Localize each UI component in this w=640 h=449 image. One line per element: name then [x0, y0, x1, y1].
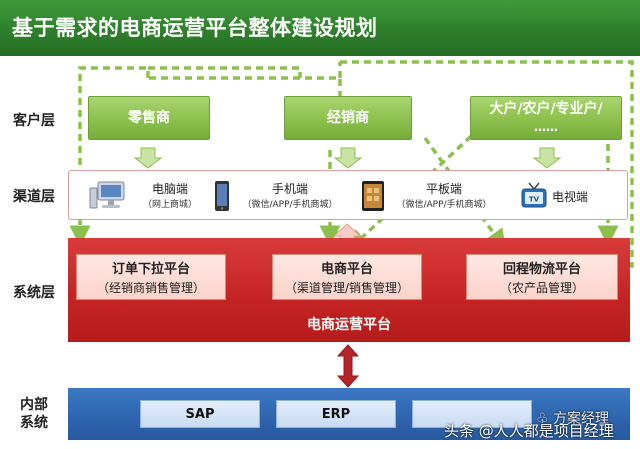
- channel-phone-sub: （微信/APP/手机商城）: [242, 200, 338, 210]
- channel-tablet-sub: （微信/APP/手机商城）: [396, 200, 492, 210]
- channel-tablet: 平板端 （微信/APP/手机商城）: [386, 180, 502, 210]
- tv-icon: TV: [521, 182, 547, 208]
- platform-order-sub: （经销商销售管理）: [96, 281, 205, 295]
- system-platform-label: 电商运营平台: [307, 317, 391, 333]
- down-arrow-distributor: [333, 147, 363, 169]
- down-arrow-retailer: [133, 147, 163, 169]
- svg-text:TV: TV: [529, 196, 540, 204]
- platform-logistics-title: 回程物流平台: [502, 262, 581, 277]
- platform-logistics: 回程物流平台 （农产品管理）: [466, 254, 618, 300]
- channel-pc: 电脑端 （网上商城）: [130, 180, 210, 210]
- route-distributor-to-order: [148, 76, 342, 98]
- customer-distributor-label: 经销商: [327, 110, 369, 126]
- customer-farmer: 大户/农户/专业户/ ……: [470, 96, 622, 140]
- route-logistics-right: [340, 60, 634, 268]
- channel-tv-name: 电视端: [552, 190, 589, 204]
- internal-system-third: [412, 400, 532, 428]
- channel-tv: 电视端: [552, 188, 612, 205]
- internal-system-erp: ERP: [276, 400, 396, 428]
- platform-logistics-sub: （农产品管理）: [499, 281, 584, 295]
- layer-label-system: 系统层: [13, 285, 55, 301]
- layer-label-internal-line2: 系统: [20, 415, 48, 431]
- customer-farmer-line1: 大户/农户/专业户/: [489, 101, 603, 117]
- internal-system-sap-label: SAP: [185, 406, 215, 422]
- layer-label-internal: 内部 系统: [4, 396, 64, 432]
- route-retailer-to-order: [69, 66, 150, 247]
- channel-pc-name: 电脑端: [151, 182, 188, 196]
- computer-icon: [89, 181, 125, 209]
- layer-label-customer: 客户层: [13, 113, 55, 129]
- channel-pc-sub: （网上商城）: [142, 200, 197, 210]
- customer-farmer-line2: ……: [534, 120, 558, 134]
- channel-phone-name: 手机端: [271, 182, 308, 196]
- internal-system-sap: SAP: [140, 400, 260, 428]
- internal-system-erp-label: ERP: [321, 406, 351, 422]
- channel-tablet-name: 平板端: [425, 182, 462, 196]
- down-arrow-farmer: [532, 147, 562, 169]
- customer-distributor: 经销商: [284, 96, 412, 140]
- channel-phone: 手机端 （微信/APP/手机商城）: [232, 180, 348, 210]
- watermark-logo-icon: ♧: [536, 411, 554, 427]
- customer-retailer-label: 零售商: [128, 110, 170, 126]
- phone-icon: [215, 181, 229, 211]
- customer-retailer: 零售商: [88, 96, 210, 140]
- page-title: 基于需求的电商运营平台整体建设规划: [0, 0, 640, 56]
- layer-label-channel: 渠道层: [13, 189, 55, 205]
- watermark-text: 头条 @人人都是项目经理: [444, 422, 614, 440]
- platform-ecommerce-sub: （渠道管理/销售管理）: [284, 281, 410, 295]
- layer-label-internal-line1: 内部: [20, 397, 48, 413]
- platform-order-title: 订单下拉平台: [111, 262, 190, 277]
- watermark-name: ♧ 方案经理: [536, 408, 609, 428]
- platform-order: 订单下拉平台 （经销商销售管理）: [76, 254, 226, 300]
- watermark-name-text: 方案经理: [553, 411, 610, 427]
- route-top-to-logistics: [148, 66, 302, 78]
- vertical-double-arrow: [336, 344, 360, 388]
- platform-ecommerce-title: 电商平台: [320, 262, 373, 277]
- tablet-icon: [362, 181, 384, 211]
- platform-ecommerce: 电商平台 （渠道管理/销售管理）: [272, 254, 422, 300]
